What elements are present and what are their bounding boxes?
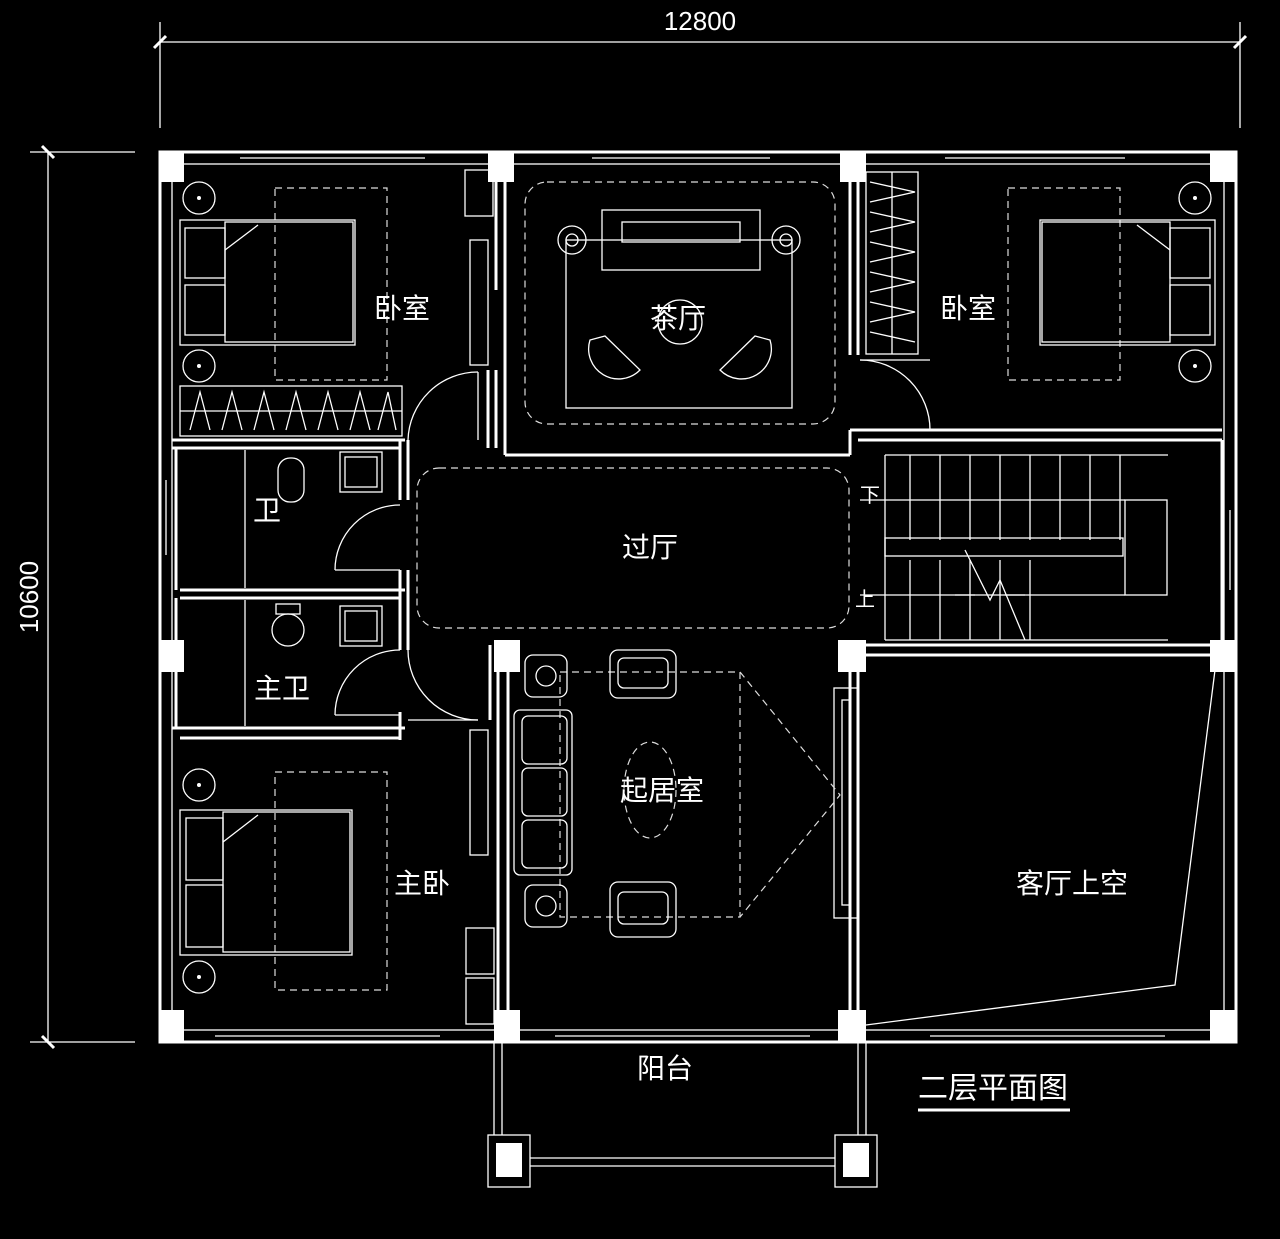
columns	[160, 152, 1236, 1042]
room-label-hall: 过厅	[622, 531, 678, 564]
living-room-furniture	[513, 649, 841, 938]
hall-outline	[416, 467, 850, 629]
width-dimension: 12800	[664, 6, 736, 36]
room-label-bedroom-left: 卧室	[374, 292, 430, 325]
tea-room-furniture	[524, 181, 836, 425]
room-label-bedroom-right: 卧室	[940, 292, 996, 325]
room-label-living-room: 起居室	[620, 774, 704, 807]
height-dimension: 10600	[14, 561, 44, 633]
bath-fixtures	[244, 450, 383, 726]
room-label-master-bedroom: 主卧	[394, 867, 450, 900]
balcony-outline	[487, 1042, 878, 1188]
room-label-void: 客厅上空	[1016, 867, 1128, 900]
dimension-lines	[30, 22, 1248, 1050]
void-diagonal	[865, 669, 1216, 1026]
stair-down-label: 下	[860, 483, 880, 507]
drawing-title: 二层平面图	[918, 1071, 1068, 1106]
exterior-walls	[158, 150, 1238, 1044]
room-label-balcony: 阳台	[637, 1052, 693, 1085]
room-label-master-bath: 主卫	[254, 672, 310, 705]
bed-left	[179, 181, 388, 383]
room-label-bathroom: 卫	[253, 494, 281, 527]
bed-right	[1007, 181, 1216, 383]
stair-up-label: 上	[855, 587, 875, 611]
doors	[334, 359, 931, 721]
room-label-tea-room: 茶厅	[650, 302, 706, 335]
staircase	[860, 454, 1168, 641]
bed-master	[179, 768, 388, 994]
